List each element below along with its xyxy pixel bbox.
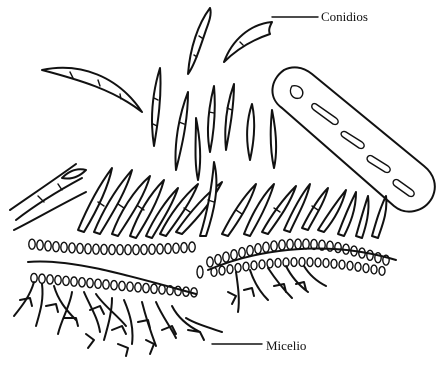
- round-conidium: [295, 239, 301, 249]
- round-conidium: [53, 242, 59, 252]
- conidium: [247, 104, 254, 160]
- free-conidia: [42, 8, 276, 180]
- round-conidium: [367, 250, 373, 260]
- conidium: [224, 22, 272, 62]
- round-conidium: [243, 262, 249, 271]
- label-conidia: Conidios: [321, 10, 368, 23]
- round-conidium: [141, 245, 147, 255]
- round-conidium: [247, 246, 253, 256]
- round-conidium: [151, 284, 157, 293]
- round-conidium: [347, 261, 353, 270]
- round-conidium: [259, 260, 265, 269]
- round-conidium: [235, 263, 241, 272]
- round-conidium: [29, 239, 35, 249]
- round-conidium: [79, 278, 85, 287]
- round-conidium: [267, 259, 273, 268]
- conidium: [196, 118, 201, 180]
- round-conidium: [223, 252, 229, 262]
- round-conidium: [37, 240, 43, 250]
- round-conidium: [207, 257, 213, 267]
- round-conidium: [255, 244, 261, 254]
- round-conidium: [45, 241, 51, 251]
- round-conidium: [271, 241, 277, 251]
- round-conidium: [287, 239, 293, 249]
- conidium: [176, 92, 189, 170]
- round-conidium: [77, 243, 83, 253]
- round-conidium: [335, 243, 341, 253]
- round-conidium: [173, 243, 179, 253]
- round-conidium: [69, 243, 75, 253]
- round-conidium: [85, 244, 91, 254]
- round-conidium: [263, 242, 269, 252]
- round-conidium: [227, 265, 233, 274]
- round-conidium: [71, 277, 77, 286]
- round-conidium: [93, 244, 99, 254]
- round-conidium: [371, 265, 377, 274]
- round-conidium: [127, 282, 133, 291]
- round-conidium: [103, 280, 109, 289]
- round-conidium: [239, 248, 245, 258]
- conidium: [225, 84, 234, 150]
- round-conidium: [157, 244, 163, 254]
- round-conidium: [55, 276, 61, 285]
- round-conidium: [291, 258, 297, 267]
- round-conidium: [61, 242, 67, 252]
- conidium: [152, 68, 161, 146]
- septate-hypha: [272, 67, 434, 211]
- round-conidium: [181, 243, 187, 253]
- round-conidium: [275, 258, 281, 267]
- round-conidium: [379, 267, 385, 276]
- round-conidium: [39, 274, 45, 283]
- round-conidium: [363, 264, 369, 273]
- round-conidium: [101, 244, 107, 254]
- round-conidium: [87, 278, 93, 287]
- round-conidium: [165, 244, 171, 254]
- round-conidium: [189, 242, 195, 252]
- conidium: [208, 86, 215, 152]
- round-conidium: [143, 283, 149, 292]
- round-conidium: [125, 245, 131, 255]
- round-conidium: [215, 255, 221, 265]
- round-conidium: [307, 258, 313, 267]
- round-conidium: [47, 275, 53, 284]
- round-conidium: [251, 261, 257, 270]
- round-conidium: [219, 266, 225, 275]
- round-conidium: [135, 283, 141, 292]
- round-conidium: [119, 281, 125, 290]
- round-conidium: [95, 279, 101, 288]
- round-conidium: [111, 281, 117, 290]
- conidium: [42, 68, 142, 112]
- round-conidium: [355, 262, 361, 271]
- round-conidium: [231, 250, 237, 260]
- round-conidium: [339, 260, 345, 269]
- round-conidium: [117, 245, 123, 255]
- round-conidium: [303, 239, 309, 249]
- round-conidium: [315, 258, 321, 267]
- round-conidium: [279, 240, 285, 250]
- round-conidium: [149, 244, 155, 254]
- conidium: [188, 8, 211, 74]
- conidium: [271, 110, 276, 168]
- label-mycelium: Micelio: [266, 339, 306, 352]
- round-conidium: [109, 245, 115, 255]
- round-conidium: [331, 259, 337, 268]
- round-conidium: [197, 266, 203, 278]
- conidial-chains: [28, 239, 396, 297]
- round-conidium: [323, 259, 329, 268]
- round-conidium: [63, 276, 69, 285]
- round-conidium: [133, 245, 139, 255]
